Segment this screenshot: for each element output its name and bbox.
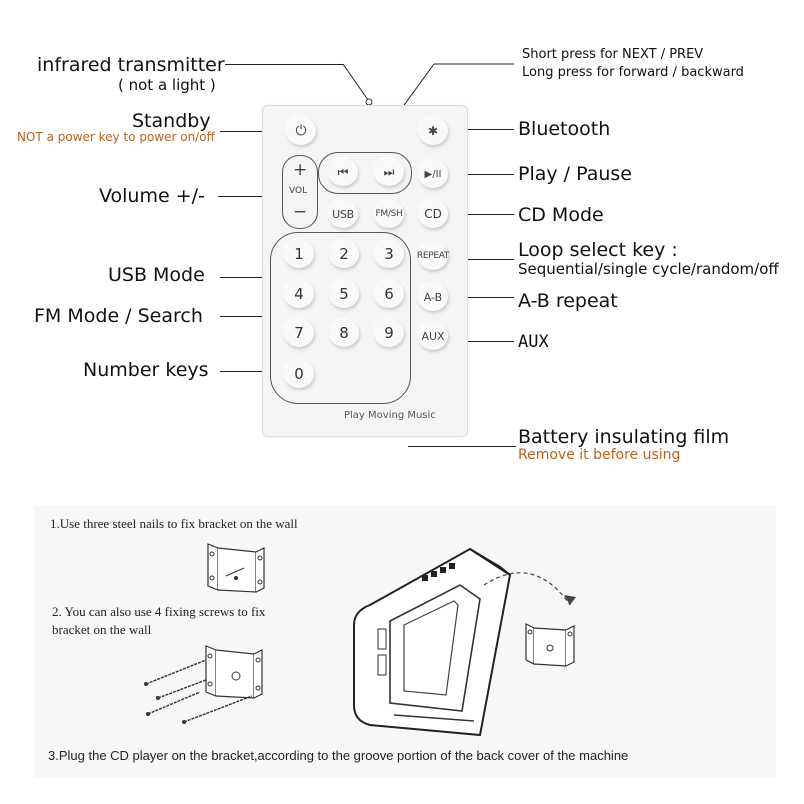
number-keys-leader-line	[220, 371, 270, 372]
skip-key-group	[318, 152, 412, 194]
number-key-7[interactable]: 7	[284, 319, 314, 347]
number-keys-label: Number keys	[83, 359, 209, 381]
number-key-6[interactable]: 6	[374, 280, 404, 308]
prev-button[interactable]: ⏮	[328, 158, 358, 186]
vol-minus-key[interactable]: −	[293, 202, 308, 222]
ab-leader-line	[448, 297, 514, 298]
vol-plus-key[interactable]: +	[293, 160, 308, 180]
repeat-button[interactable]: REPEAT	[416, 242, 450, 270]
loop-leader-line	[448, 259, 514, 260]
number-key-2[interactable]: 2	[329, 240, 359, 268]
volume-leader-line	[218, 196, 280, 197]
aux-leader-line	[448, 341, 514, 342]
fm-mode-label: FM Mode / Search	[34, 305, 203, 327]
number-key-0[interactable]: 0	[284, 360, 314, 388]
step2-text-line2: bracket on the wall	[52, 622, 152, 637]
ab-key-label: A-B	[423, 290, 443, 304]
next-icon: ⏭	[383, 164, 395, 179]
ab-repeat-label: A-B repeat	[518, 290, 618, 312]
play-pause-icon: ▶/II	[424, 168, 442, 180]
cd-mode-label: CD Mode	[518, 204, 604, 226]
cd-key-label: CD	[424, 207, 442, 221]
bracket-illustration-screws	[144, 645, 263, 724]
remote-brand-text: Play Moving Music	[344, 410, 436, 421]
mounting-arrow	[483, 572, 576, 606]
step1-text: 1.Use three steel nails to fix bracket o…	[50, 516, 298, 531]
vol-text: VOL	[289, 186, 308, 196]
number-key-1[interactable]: 1	[284, 240, 314, 268]
prev-icon: ⏮	[337, 164, 349, 179]
number-key-4[interactable]: 4	[284, 280, 314, 308]
usb-mode-label: USB Mode	[108, 264, 205, 286]
cd-leader-line	[448, 214, 514, 215]
loop-select-label: Loop select key :	[518, 239, 678, 261]
play-pause-label: Play / Pause	[518, 163, 632, 185]
standby-label: Standby	[132, 110, 211, 132]
battery-leader-line	[408, 446, 516, 447]
standby-note: NOT a power key to power on/off	[17, 130, 215, 144]
ab-button[interactable]: A-B	[418, 283, 448, 311]
power-button[interactable]: ⏻	[286, 117, 316, 145]
bracket-illustration-nails	[207, 543, 265, 593]
number-key-5[interactable]: 5	[329, 280, 359, 308]
repeat-key-label: REPEAT	[416, 251, 450, 261]
fm-search-button[interactable]: FM/SH	[374, 200, 404, 228]
bluetooth-leader-line	[448, 129, 514, 130]
usb-key-label: USB	[332, 207, 354, 221]
usb-leader-line	[220, 277, 302, 278]
bluetooth-icon: ✱	[427, 124, 439, 138]
aux-key-label: AUX	[421, 329, 445, 343]
bluetooth-label: Bluetooth	[518, 118, 611, 140]
volume-label: Volume +/-	[99, 185, 205, 207]
loop-select-sublabel: Sequential/single cycle/random/off	[518, 260, 779, 278]
number-key-9[interactable]: 9	[374, 319, 404, 347]
battery-film-label: Battery insulating film	[518, 426, 730, 448]
aux-button[interactable]: AUX	[418, 322, 448, 350]
next-prev-label-line1: Short press for NEXT / PREV	[522, 47, 704, 62]
standby-leader-line	[220, 131, 282, 132]
next-prev-label-line2: Long press for forward / backward	[522, 65, 744, 80]
step2-text-line1: 2. You can also use 4 fixing screws to f…	[52, 604, 266, 619]
ir-transmitter-label: infrared transmitter	[37, 54, 225, 76]
step3-text: 3.Plug the CD player on the bracket,acco…	[48, 748, 629, 763]
ir-transmitter-sublabel: ( not a light )	[118, 76, 216, 94]
number-pad-group	[270, 232, 411, 404]
usb-button[interactable]: USB	[328, 200, 358, 228]
power-icon: ⏻	[295, 123, 307, 139]
number-key-3[interactable]: 3	[374, 240, 404, 268]
battery-film-note: Remove it before using	[518, 447, 681, 463]
volume-rocker	[282, 155, 318, 229]
cd-button[interactable]: CD	[418, 200, 448, 228]
bluetooth-button[interactable]: ✱	[418, 117, 448, 145]
play-pause-leader-line	[448, 174, 514, 175]
ir-leader-line	[225, 64, 343, 65]
next-button[interactable]: ⏭	[374, 158, 404, 186]
ir-leader-diagonal	[342, 63, 373, 106]
number-key-8[interactable]: 8	[329, 319, 359, 347]
bracket-illustration-wall	[525, 623, 575, 667]
play-pause-button[interactable]: ▶/II	[418, 160, 448, 188]
cd-player-illustration	[353, 547, 512, 737]
fm-key-label: FM/SH	[375, 209, 403, 219]
aux-label: AUX	[518, 332, 549, 352]
